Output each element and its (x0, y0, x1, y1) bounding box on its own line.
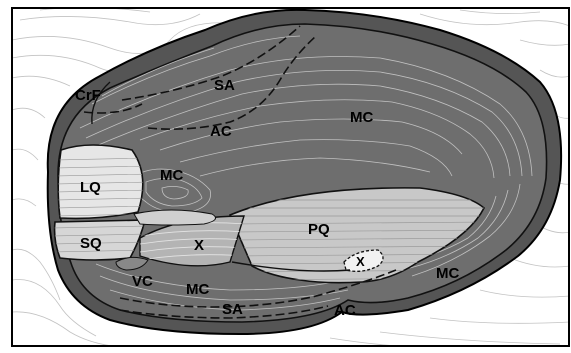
label-ac-top: AC (210, 123, 232, 140)
label-mc-right: MC (436, 265, 459, 282)
label-crf: CrF (75, 87, 101, 104)
label-x-right: X (356, 254, 365, 269)
label-pq: PQ (308, 221, 330, 238)
label-sq: SQ (80, 235, 102, 252)
central-sliver (134, 210, 216, 225)
label-mc-top-right: MC (350, 109, 373, 126)
label-x-center: X (194, 237, 204, 254)
label-mc-bottom: MC (186, 281, 209, 298)
label-mc-center: MC (160, 167, 183, 184)
label-lq: LQ (80, 179, 101, 196)
label-sa-top: SA (214, 77, 235, 94)
label-sa-bottom: SA (222, 301, 243, 318)
label-ac-bottom: AC (334, 302, 356, 319)
label-vc: VC (132, 273, 153, 290)
